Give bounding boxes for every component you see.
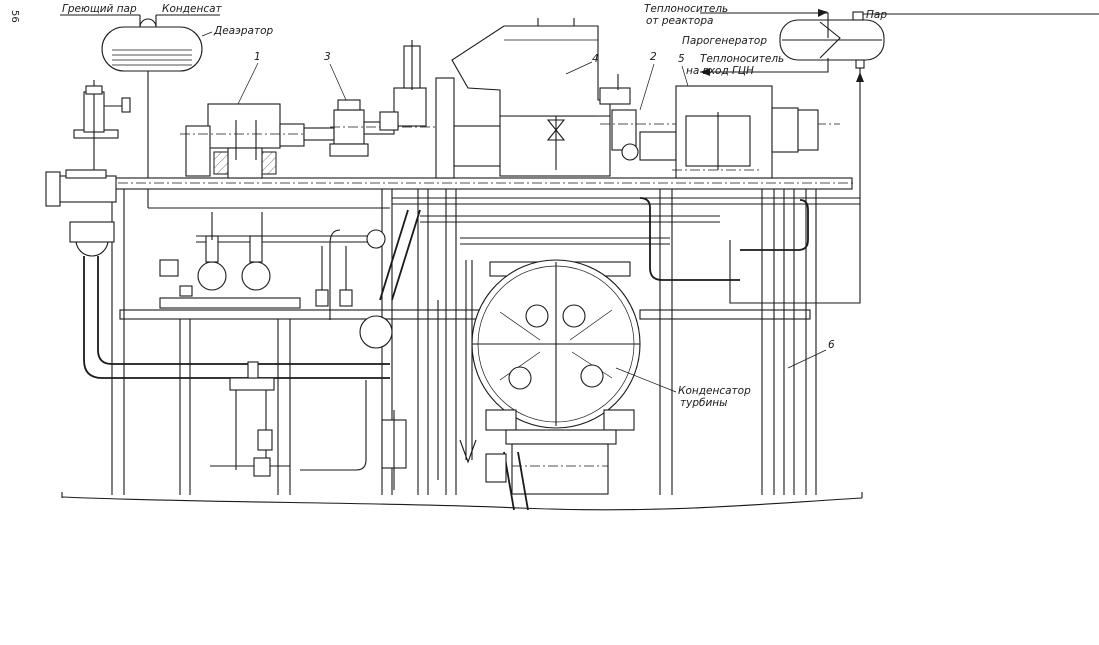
floor-line [61,496,863,511]
label-coolant-to-pump-1: Теплоноситель [700,53,784,65]
callout-3: 3 [324,51,331,63]
support-columns [111,189,817,495]
label-condensate: Конденсат [162,3,223,15]
label-condenser-1: Конденсатор [678,385,751,397]
turbine-condenser [471,259,641,511]
machine-5 [672,85,819,179]
steam-generator [700,9,1099,304]
left-valve-assembly [45,80,390,379]
page-number: 56 [9,10,20,23]
callout-2: 2 [650,51,657,63]
callout-6: 6 [828,339,835,351]
label-coolant-from-reactor-1: Теплоноситель [644,3,728,15]
machine-4 [451,18,631,117]
label-heating-steam: Греющий пар [62,3,137,15]
lower-left-equipment [210,361,407,490]
pipework [196,197,860,349]
label-steam-generator: Парогенератор [682,35,767,47]
deaerator [60,14,390,209]
right-vertical-pipes [437,260,477,480]
machine-2 [600,109,840,161]
label-deaerator: Деаэратор [213,25,274,37]
label-steam: Пар [866,9,887,21]
callout-4: 4 [592,53,599,65]
callout-5: 5 [678,53,685,65]
machine-1 [180,103,340,179]
label-coolant-to-pump-2: на вход ГЦН [686,65,754,77]
callout-1: 1 [254,51,261,63]
label-coolant-from-reactor-2: от реактора [646,15,713,27]
pump-units [159,212,353,309]
label-condenser-2: турбины [680,397,727,409]
